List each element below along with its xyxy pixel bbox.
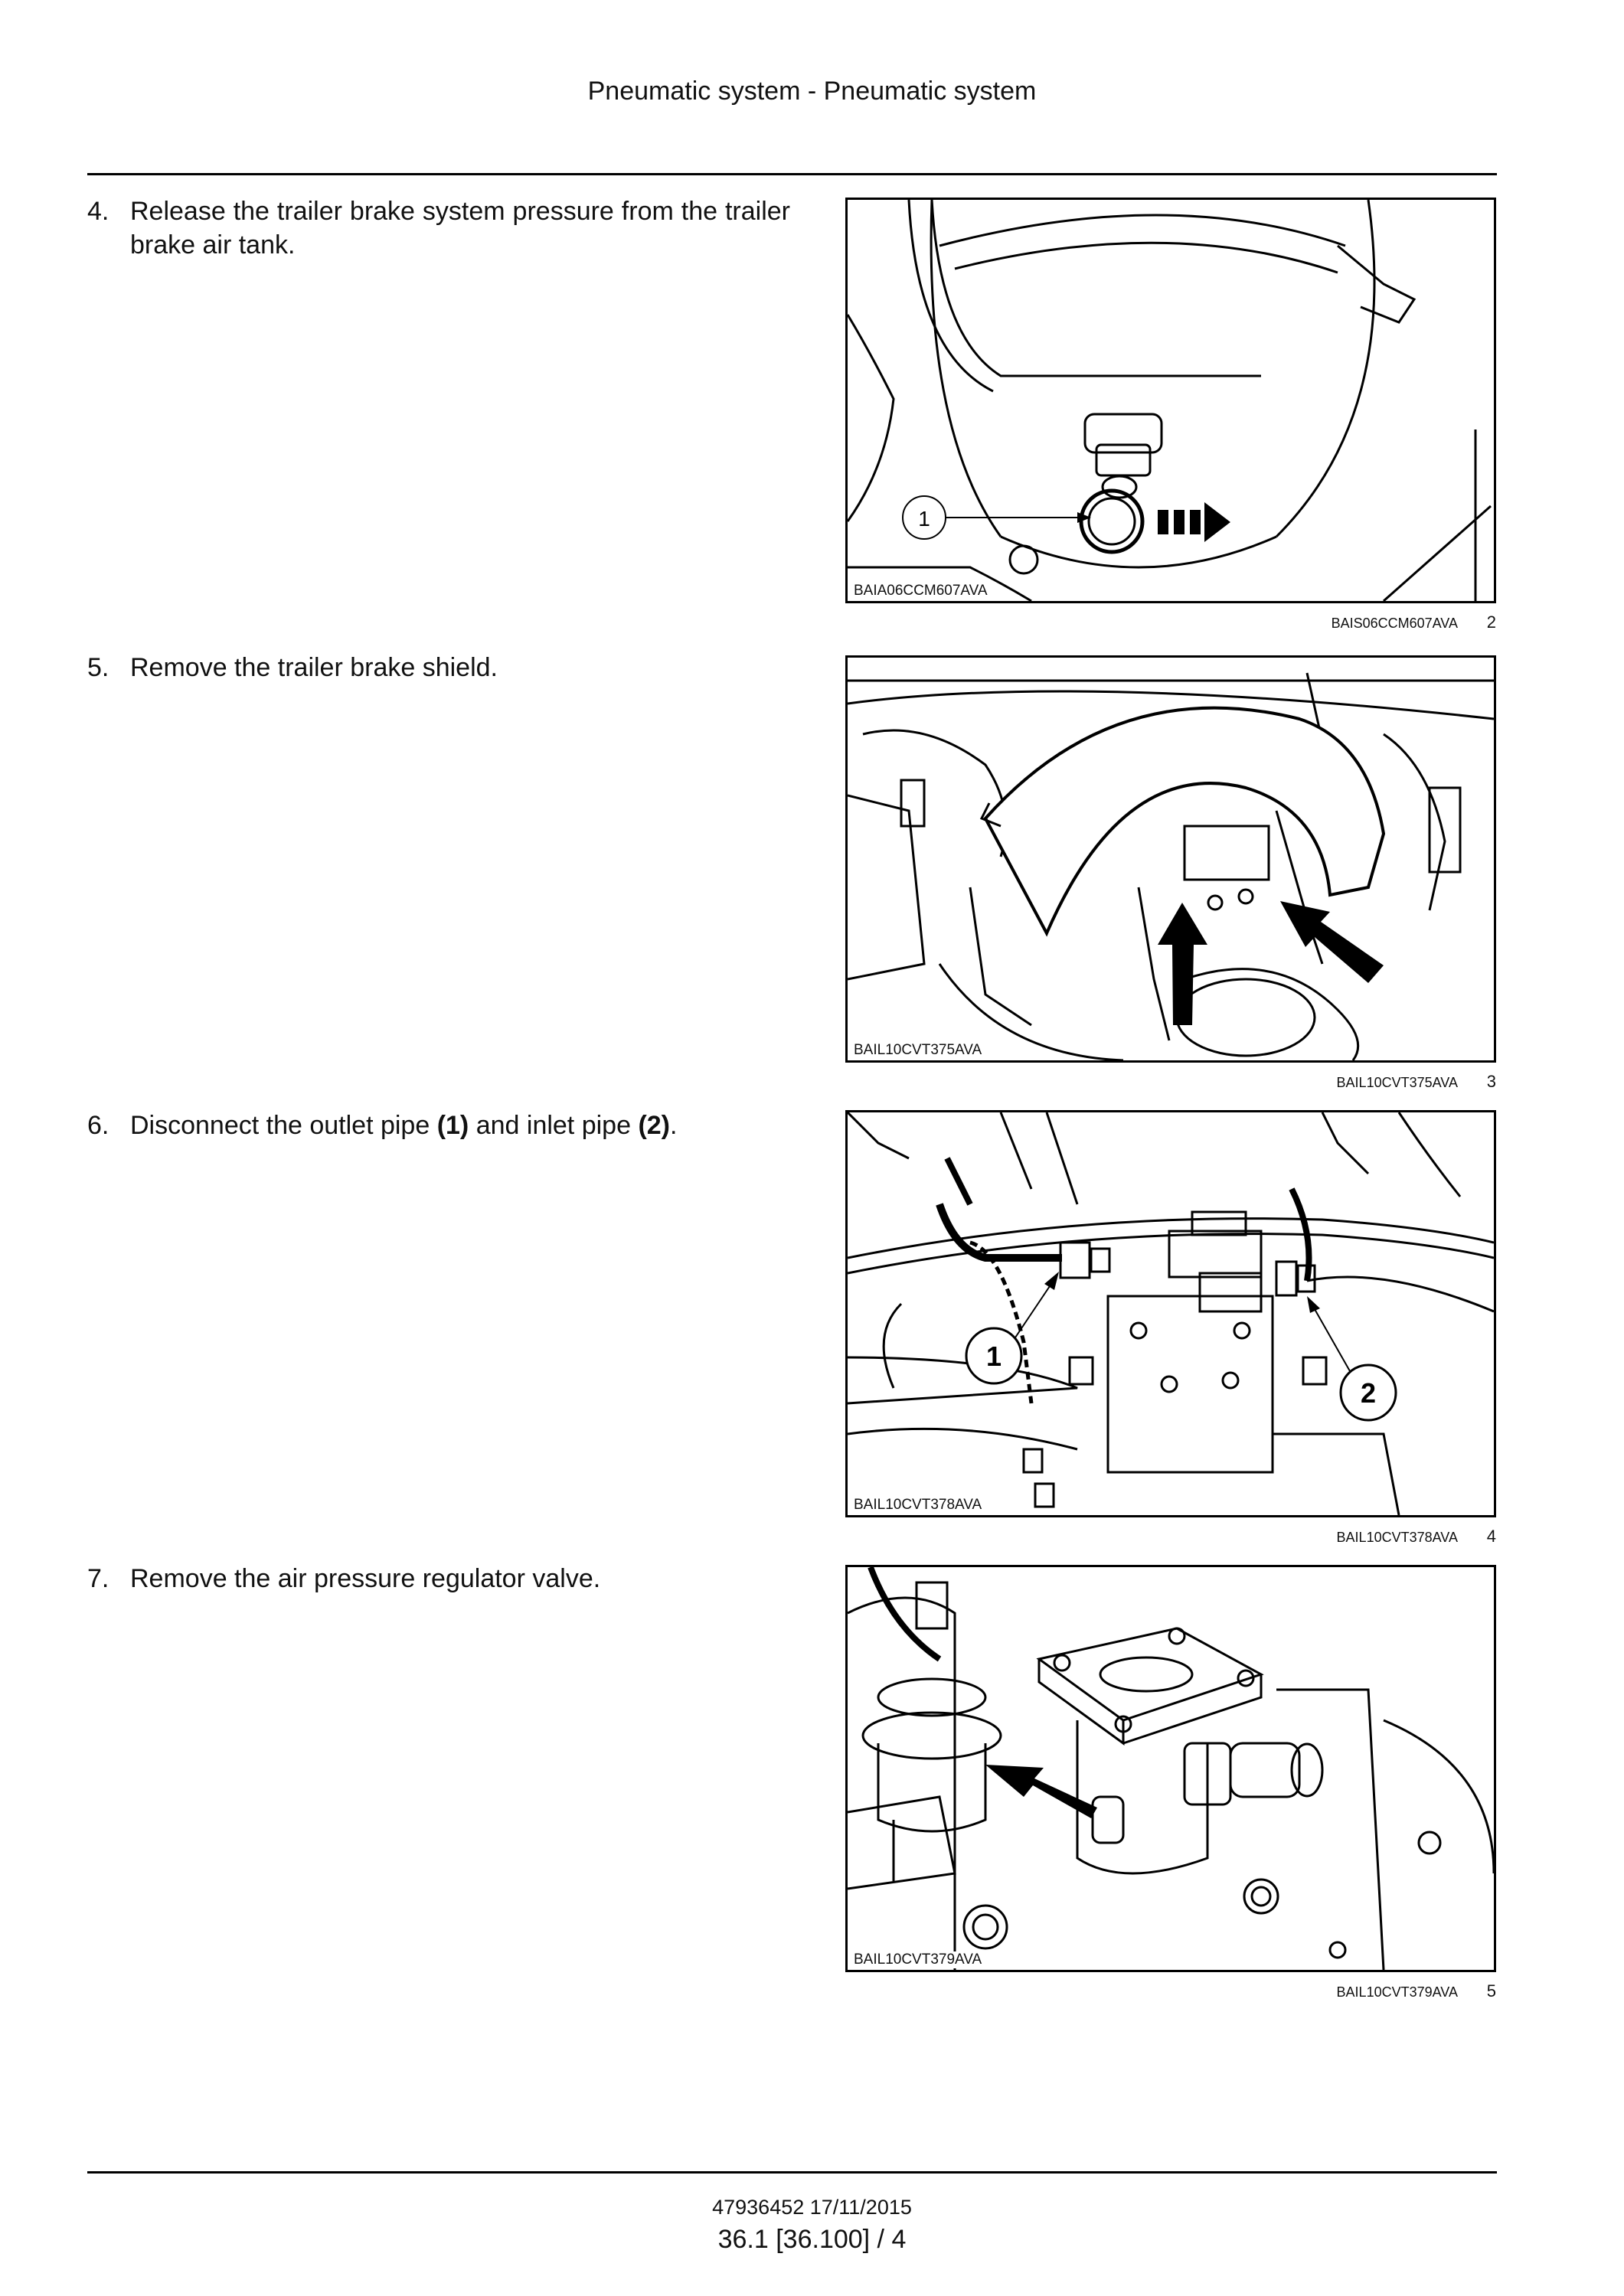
caption-code: BAIS06CCM607AVA: [1331, 616, 1457, 631]
step-text: Release the trailer brake system pressur…: [130, 197, 790, 260]
figure-number: 4: [1486, 1527, 1496, 1546]
figure-image-code: BAIL10CVT378AVA: [851, 1497, 985, 1514]
figure-caption: BAIS06CCM607AVA 2: [845, 612, 1496, 632]
figure-regulator-valve: BAIL10CVT379AVA: [845, 1565, 1496, 1972]
figure-number: 5: [1486, 1981, 1496, 2000]
header-rule: [87, 173, 1497, 175]
step-4: 4. Release the trailer brake system pres…: [87, 194, 790, 262]
caption-code: BAIL10CVT378AVA: [1336, 1530, 1457, 1545]
figure-brake-shield: BAIL10CVT375AVA: [845, 655, 1496, 1063]
outlet-pipe-ref: (1): [436, 1111, 469, 1140]
step-number: 6.: [87, 1111, 109, 1140]
step-7: 7. Remove the air pressure regulator val…: [87, 1562, 790, 1595]
brake-shield-illustration: [848, 672, 1494, 1060]
caption-code: BAIL10CVT375AVA: [1336, 1075, 1457, 1090]
caption-code: BAIL10CVT379AVA: [1336, 1984, 1457, 2000]
figure-image-code: BAIL10CVT375AVA: [851, 1042, 985, 1059]
air-tank-illustration: 1: [848, 200, 1492, 601]
figure-caption: BAIL10CVT378AVA 4: [845, 1527, 1496, 1546]
step-number: 5.: [87, 653, 109, 682]
callout-1-label: 1: [918, 507, 930, 531]
callout-2-label: 2: [1361, 1377, 1376, 1409]
figure-pipes: 1 2 BAIL10CVT378AVA: [845, 1110, 1496, 1517]
step-text: Disconnect the outlet pipe (1) and inlet…: [130, 1111, 678, 1140]
step-6: 6. Disconnect the outlet pipe (1) and in…: [87, 1109, 790, 1142]
page-header-title: Pneumatic system - Pneumatic system: [587, 77, 1037, 106]
footer-document-reference: 47936452 17/11/2015: [712, 2196, 912, 2219]
step-text: Remove the trailer brake shield.: [130, 653, 498, 682]
footer-page-number: 36.1 [36.100] / 4: [717, 2225, 907, 2254]
step-number: 7.: [87, 1564, 109, 1593]
inlet-pipe-ref: (2): [638, 1111, 670, 1140]
figure-air-tank: 1 BAIA06CCM607AVA: [845, 198, 1496, 603]
footer-rule: [87, 2171, 1497, 2174]
figure-number: 3: [1486, 1072, 1496, 1091]
regulator-valve-illustration: [848, 1567, 1494, 1970]
step-5: 5. Remove the trailer brake shield.: [87, 651, 790, 684]
figure-caption: BAIL10CVT379AVA 5: [845, 1981, 1496, 2001]
figure-image-code: BAIA06CCM607AVA: [851, 583, 991, 599]
pipes-illustration: 1 2: [848, 1112, 1494, 1515]
figure-image-code: BAIL10CVT379AVA: [851, 1951, 985, 1968]
step-number: 4.: [87, 197, 109, 226]
step-text: Remove the air pressure regulator valve.: [130, 1564, 601, 1593]
callout-1-label: 1: [986, 1341, 1002, 1372]
figure-caption: BAIL10CVT375AVA 3: [845, 1072, 1496, 1092]
figure-number: 2: [1486, 612, 1496, 632]
